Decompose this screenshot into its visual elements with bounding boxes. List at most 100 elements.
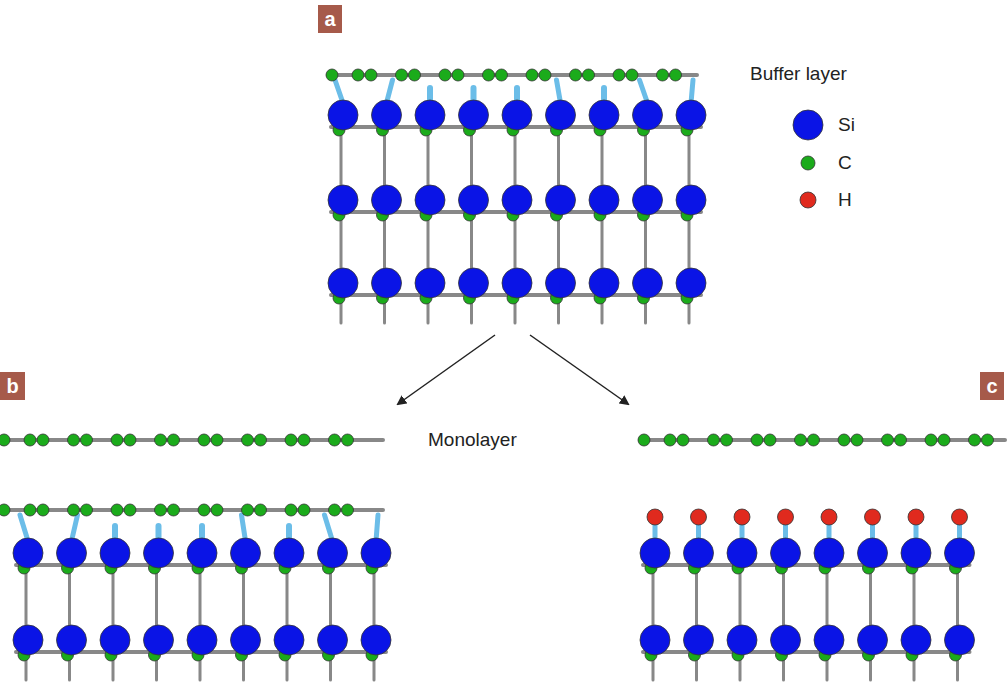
- arrow: [398, 335, 495, 404]
- silicon-atom: [676, 185, 706, 215]
- silicon-atom: [633, 100, 663, 130]
- silicon-atom: [901, 625, 931, 655]
- carbon-atom: [396, 69, 408, 81]
- buffer-bond: [691, 80, 693, 103]
- silicon-atom: [589, 268, 619, 298]
- carbon-atom: [155, 504, 167, 516]
- hydrogen-atom: [821, 509, 837, 525]
- silicon-atom: [640, 625, 670, 655]
- silicon-atom: [187, 625, 217, 655]
- silicon-atom: [459, 268, 489, 298]
- silicon-atom: [684, 625, 714, 655]
- silicon-atom: [589, 185, 619, 215]
- carbon-atom: [81, 504, 93, 516]
- silicon-atom: [502, 185, 532, 215]
- carbon-atom: [365, 69, 377, 81]
- silicon-atom: [328, 100, 358, 130]
- legend-swatch: [801, 156, 815, 170]
- silicon-atom: [727, 538, 757, 568]
- carbon-atom: [526, 69, 538, 81]
- silicon-atom: [858, 538, 888, 568]
- silicon-atom: [415, 185, 445, 215]
- silicon-atom: [231, 625, 261, 655]
- panel-letter: b: [6, 376, 18, 396]
- graphene-bond: [328, 73, 697, 77]
- buffer-bond: [325, 515, 333, 541]
- legend-swatch: [793, 110, 823, 140]
- legend-text: Si: [838, 114, 855, 136]
- carbon-atom: [583, 69, 595, 81]
- carbon-atom: [808, 434, 820, 446]
- carbon-atom: [0, 434, 10, 446]
- carbon-atom: [37, 434, 49, 446]
- carbon-atom: [24, 434, 36, 446]
- carbon-atom: [677, 434, 689, 446]
- silicon-atom: [945, 538, 975, 568]
- carbon-atom: [969, 434, 981, 446]
- buffer-bond: [557, 80, 561, 103]
- carbon-atom: [882, 434, 894, 446]
- silicon-atom: [459, 185, 489, 215]
- carbon-atom: [68, 504, 80, 516]
- carbon-atom: [657, 69, 669, 81]
- silicon-atom: [372, 100, 402, 130]
- silicon-atom: [676, 100, 706, 130]
- silicon-atom: [415, 268, 445, 298]
- silicon-atom: [546, 268, 576, 298]
- carbon-atom: [255, 504, 267, 516]
- panel-label-box: c: [980, 372, 1004, 400]
- layer-label: Buffer layer: [750, 63, 847, 85]
- carbon-atom: [329, 434, 341, 446]
- silicon-atom: [546, 100, 576, 130]
- carbon-atom: [795, 434, 807, 446]
- hydrogen-atom: [647, 509, 663, 525]
- silicon-atom: [502, 268, 532, 298]
- carbon-atom: [409, 69, 421, 81]
- panel-label-box: b: [0, 372, 25, 400]
- silicon-atom: [684, 538, 714, 568]
- silicon-atom: [676, 268, 706, 298]
- silicon-atom: [372, 268, 402, 298]
- carbon-atom: [111, 504, 123, 516]
- carbon-atom: [211, 434, 223, 446]
- carbon-atom: [982, 434, 994, 446]
- carbon-atom: [925, 434, 937, 446]
- carbon-atom: [168, 434, 180, 446]
- silicon-atom: [328, 185, 358, 215]
- buffer-bond: [20, 515, 28, 541]
- carbon-atom: [938, 434, 950, 446]
- carbon-atom: [37, 504, 49, 516]
- silicon-atom: [633, 268, 663, 298]
- carbon-atom: [708, 434, 720, 446]
- carbon-atom: [168, 504, 180, 516]
- carbon-atom: [124, 434, 136, 446]
- silicon-atom: [318, 538, 348, 568]
- carbon-atom: [352, 69, 364, 81]
- carbon-atom: [298, 504, 310, 516]
- carbon-atom: [155, 434, 167, 446]
- carbon-atom: [838, 434, 850, 446]
- hydrogen-atom: [734, 509, 750, 525]
- carbon-atom: [0, 504, 10, 516]
- silicon-atom: [901, 538, 931, 568]
- silicon-atom: [945, 625, 975, 655]
- carbon-atom: [751, 434, 763, 446]
- carbon-atom: [285, 504, 297, 516]
- silicon-atom: [415, 100, 445, 130]
- silicon-atom: [144, 538, 174, 568]
- hydrogen-atom: [865, 509, 881, 525]
- carbon-atom: [638, 434, 650, 446]
- buffer-bond: [72, 515, 78, 541]
- carbon-atom: [342, 504, 354, 516]
- carbon-atom: [496, 69, 508, 81]
- silicon-atom: [100, 625, 130, 655]
- silicon-atom: [858, 625, 888, 655]
- carbon-atom: [111, 434, 123, 446]
- panel-letter: a: [324, 9, 335, 29]
- carbon-atom: [626, 69, 638, 81]
- silicon-atom: [274, 625, 304, 655]
- silicon-atom: [318, 625, 348, 655]
- carbon-atom: [285, 434, 297, 446]
- legend-text: H: [838, 189, 852, 211]
- carbon-atom: [721, 434, 733, 446]
